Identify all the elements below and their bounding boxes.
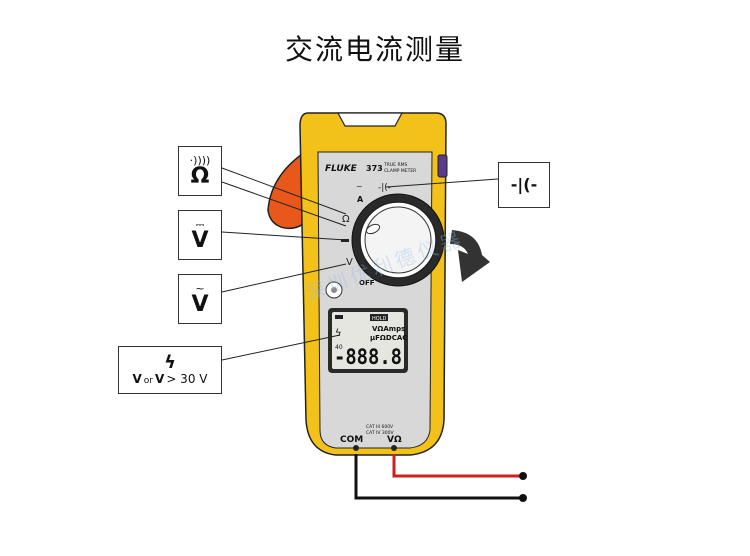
- meter-model: 373: [366, 164, 383, 173]
- jaw-notch: [336, 112, 404, 127]
- lcd-hazard-icon: ϟ: [335, 328, 342, 339]
- hazard-threshold: > 30 V: [166, 372, 208, 386]
- meter-brand: FLUKE: [325, 164, 358, 174]
- leader-dcv: [221, 231, 347, 241]
- red-lead-tip: [519, 472, 527, 480]
- hold-button-icon: [331, 287, 337, 293]
- black-test-lead: [354, 454, 523, 500]
- lcd-hold-label: HOLD: [372, 316, 386, 322]
- lcd-battery-icon: [335, 315, 343, 319]
- side-button: [437, 154, 448, 178]
- meter-subtitle-1: TRUE RMS: [383, 162, 407, 168]
- rotary-dial-knob: [364, 206, 432, 274]
- ac-volts-icon: V: [191, 291, 209, 317]
- vohm-jack: [391, 445, 397, 451]
- ac-symbol-icon: ~: [195, 281, 205, 295]
- lcd-screen: [332, 312, 404, 369]
- brand-bar: [320, 160, 430, 174]
- callout-ac-volts: ~ V: [178, 274, 222, 324]
- meter-subtitle-2: CLAMP METER: [384, 168, 416, 174]
- lcd-scale: 40: [335, 344, 343, 351]
- com-jack: [353, 445, 359, 451]
- ohm-icon: Ω: [190, 163, 210, 189]
- cat-rating-2: CAT IV 300V: [366, 430, 394, 436]
- vohm-label: VΩ: [387, 435, 402, 445]
- lcd-units-1: VΩAmps: [372, 325, 405, 333]
- hazard-condition: V or V > 30 V: [133, 372, 208, 386]
- lcd-hold-box: [370, 314, 388, 321]
- lcd-units-2: μFΩDCAC: [370, 334, 407, 342]
- leader-acv: [221, 263, 347, 293]
- dc-volts-icon: V: [191, 227, 209, 253]
- dial-label-off: OFF: [359, 279, 375, 287]
- callout-capacitance: -|(-: [498, 162, 550, 208]
- dial-ohm-mark: Ω: [342, 214, 350, 225]
- hazard-dc-v: V: [132, 372, 142, 386]
- capacitor-icon: -|(-: [510, 175, 538, 194]
- leader-continuity-1: [221, 167, 347, 215]
- dial-pointer: [365, 223, 381, 235]
- black-lead-tip: [519, 494, 527, 502]
- meter-face-panel: [317, 151, 433, 449]
- dial-dcv-mark: [341, 239, 349, 242]
- dial-acv-mark: V: [346, 257, 353, 268]
- callout-continuity-ohm: ·)))) Ω: [178, 146, 222, 196]
- page-title: 交流电流测量: [284, 33, 465, 66]
- leader-continuity-2: [221, 181, 347, 227]
- callout-dc-volts: ⎓ V: [178, 210, 222, 260]
- hazard-or: or: [143, 376, 154, 386]
- cat-rating-1: CAT III 600V: [366, 424, 394, 430]
- dial-cap-icon: -|(-: [378, 183, 391, 193]
- dc-symbol-icon: ⎓: [195, 217, 205, 231]
- hazard-icon: ϟ: [164, 352, 176, 373]
- callout-hazard-voltage: ϟ V or V > 30 V: [118, 346, 222, 394]
- rotation-arrow: [450, 230, 490, 282]
- leader-capacitance: [385, 178, 499, 188]
- red-test-lead: [392, 454, 523, 478]
- leader-hazard: [221, 334, 341, 361]
- lcd-digits: -888.8: [334, 345, 402, 369]
- hazard-ac-v: V: [155, 372, 165, 386]
- continuity-icon: ·)))): [189, 153, 211, 167]
- com-label: COM: [340, 435, 363, 445]
- dial-a-mark: ~: [356, 182, 363, 191]
- dial-label-a: A: [357, 195, 364, 204]
